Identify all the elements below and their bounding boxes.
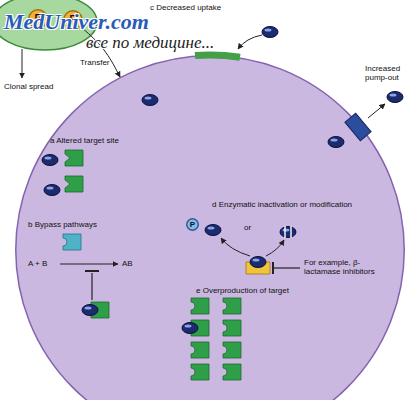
transfer-arrow: [81, 27, 121, 77]
efflux-pump: [345, 113, 371, 140]
section-heading: e Overproduction of target: [196, 286, 289, 295]
inhibition-line: [91, 273, 92, 300]
target-protein: [223, 342, 241, 358]
target-protein: [223, 298, 241, 314]
process-label: Clonal spread: [4, 82, 53, 91]
uptake-arrow: [238, 35, 262, 49]
node-outline: [186, 218, 199, 231]
antibiotic-molecule: [142, 95, 158, 106]
product-label: AB: [122, 259, 133, 268]
antibiotic-molecule: [42, 155, 58, 166]
node-shape: [187, 219, 199, 231]
reactant-label: A + B: [28, 259, 47, 268]
section-heading: d Enzymatic inactivation or modification: [212, 200, 352, 209]
section-heading: a Altered target site: [50, 136, 119, 145]
node-text: R: [63, 10, 83, 30]
modification-arrow: [221, 238, 250, 256]
process-label: Increased pump-out: [365, 64, 411, 82]
target-protein: [191, 342, 209, 358]
node-shape: [16, 56, 405, 400]
antibiotic-molecule: [262, 27, 278, 38]
target-protein: [191, 298, 209, 314]
plasmid-circle: R: [63, 10, 83, 30]
node-text: R: [28, 9, 48, 29]
antibiotic-molecule: [182, 323, 198, 334]
target-protein: [223, 364, 241, 380]
bacterial-cell: a Altered target site b Bypass pathways d …: [15, 55, 405, 400]
node-text: P: [186, 218, 199, 231]
node-outline: [28, 9, 48, 29]
inhibition-bar: [85, 270, 99, 272]
inhibition-bar: [272, 262, 274, 274]
target-protein: [191, 320, 209, 336]
antibiotic-molecule: [82, 305, 98, 316]
watermark: все по медицине...: [86, 33, 214, 53]
target-protein: [223, 320, 241, 336]
enzyme: [246, 262, 270, 274]
antibiotic-molecule: [387, 92, 403, 103]
bypass-protein: [63, 234, 81, 250]
target-protein: [91, 302, 109, 318]
note-label: For example, β-lactamase inhibitors: [304, 258, 384, 276]
edge-label: Transfer: [80, 58, 110, 67]
node-shape: [29, 10, 48, 29]
porin-channel: [195, 55, 240, 57]
antibiotic-molecule: [250, 257, 266, 268]
phosphate-circle: P: [186, 218, 199, 231]
antibiotic-molecule: [328, 137, 344, 148]
target-protein: [191, 364, 209, 380]
watermark: MedUniver.com: [4, 9, 149, 34]
pump-out-arrow: [368, 104, 385, 118]
cleaved-antibiotic: [280, 226, 296, 238]
inhibition-line: [274, 267, 300, 268]
plasmid-circle: R: [28, 9, 48, 29]
note-label: or: [244, 223, 251, 232]
node-outline: [63, 10, 83, 30]
antibiotic-molecule: [205, 225, 221, 236]
altered-target-protein: [65, 150, 83, 166]
clonal-spread-arrow: [22, 49, 23, 78]
node-outline: [15, 55, 405, 400]
node-shape: [64, 11, 83, 30]
reaction-arrow: [60, 264, 118, 265]
inactivation-arrow: [266, 240, 284, 256]
section-heading: b Bypass pathways: [28, 220, 97, 229]
antibiotic-molecule: [44, 185, 60, 196]
mechanism-label: c Decreased uptake: [150, 3, 221, 12]
altered-target-protein: [65, 176, 83, 192]
donor-bacterium: [0, 0, 97, 50]
